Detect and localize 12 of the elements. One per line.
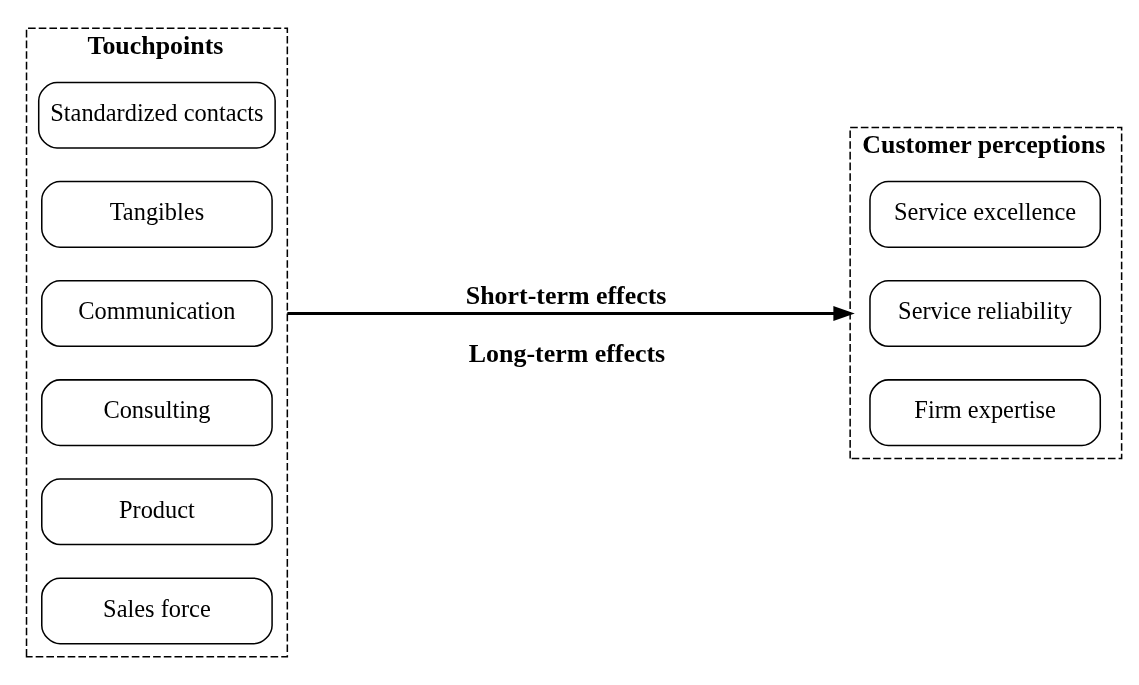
node-box: Product [41, 478, 273, 546]
node-box: Firm expertise [869, 379, 1102, 447]
label: Long-term effects [468, 339, 666, 369]
node-box: Sales force [41, 577, 273, 645]
node-box: Communication [41, 279, 273, 348]
node-box: Consulting [41, 379, 273, 447]
node-box: Standardized contacts [37, 81, 276, 149]
node-box: Tangibles [41, 180, 273, 248]
node-box: Service excellence [869, 180, 1102, 248]
edge-label: Short-term effects [465, 280, 667, 310]
arrow [287, 306, 855, 321]
node-box: Service reliability [869, 279, 1102, 348]
